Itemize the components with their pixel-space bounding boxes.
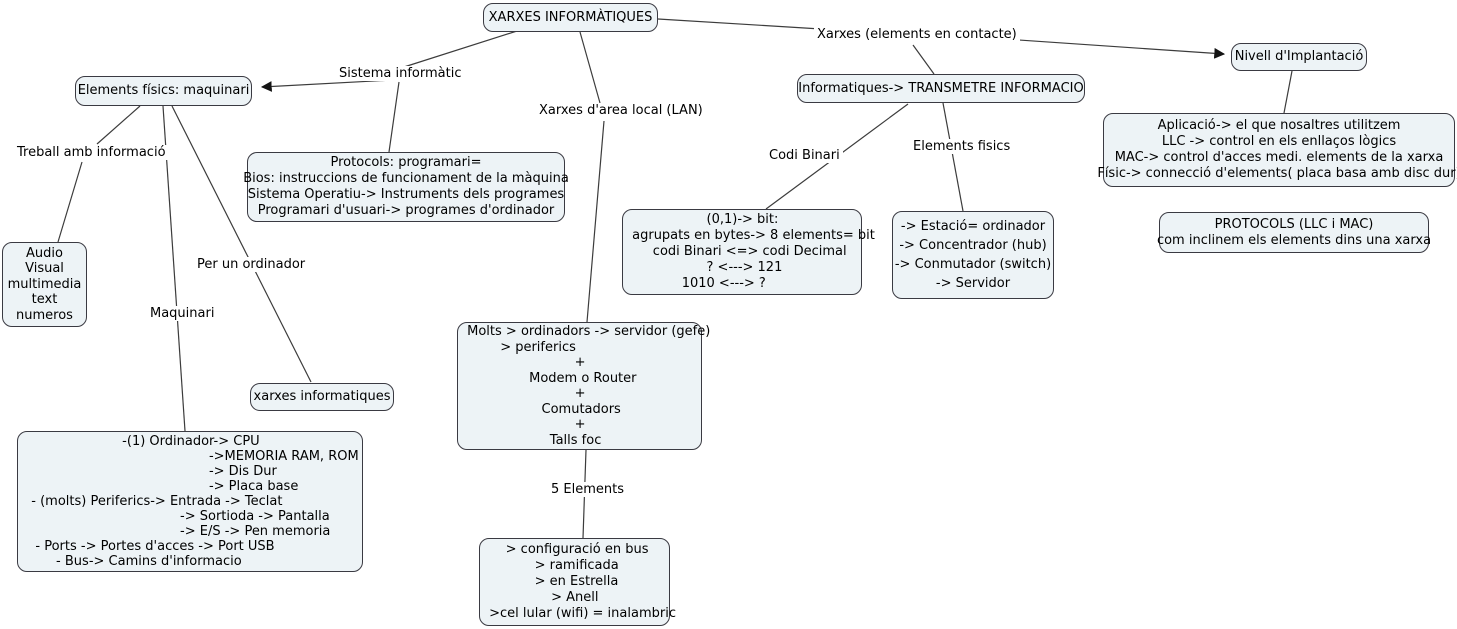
connector-line bbox=[171, 105, 312, 383]
node-xarxes-informatiques[interactable]: xarxes informatiques bbox=[250, 383, 394, 411]
link-label-5-elements[interactable]: 5 Elements bbox=[548, 482, 627, 497]
link-label-xarxes-elements-contacte[interactable]: Xarxes (elements en contacte) bbox=[814, 27, 1020, 42]
connector-line bbox=[579, 31, 601, 104]
node-codi-binari-detall[interactable]: (0,1)-> bit: agrupats en bytes-> 8 eleme… bbox=[622, 209, 875, 295]
connector-line bbox=[403, 30, 518, 68]
link-label-treball-amb-informacio[interactable]: Treball amb informació bbox=[14, 145, 169, 160]
node-ordinador-detall[interactable]: -(1) Ordinador-> CPU ->MEMORIA RAM, ROM … bbox=[17, 431, 363, 572]
node-elements-fisics-maquinari[interactable]: Elements físics: maquinari bbox=[75, 76, 252, 106]
node-topologies[interactable]: > configuració en bus > ramificada > en … bbox=[479, 538, 676, 626]
connector-line bbox=[912, 44, 935, 75]
connector-line bbox=[1003, 38, 1226, 59]
connector-line bbox=[586, 120, 605, 323]
node-nivell-implantacio[interactable]: Nivell d'Implantació bbox=[1231, 43, 1367, 71]
connector-line bbox=[942, 102, 964, 212]
node-protocols-llc-mac[interactable]: PROTOCOLS (LLC i MAC) com inclinem els e… bbox=[1157, 212, 1431, 253]
link-label-xarxes-area-local[interactable]: Xarxes d'area local (LAN) bbox=[536, 103, 706, 118]
link-label-elements-fisics[interactable]: Elements fisics bbox=[910, 139, 1014, 154]
connector-line bbox=[96, 105, 141, 145]
link-label-codi-binari[interactable]: Codi Binari bbox=[766, 148, 843, 163]
link-label-sistema-informatic[interactable]: Sistema informàtic bbox=[336, 66, 465, 81]
connector-line bbox=[57, 161, 83, 243]
node-estacio-concentrador[interactable]: -> Estació= ordinador -> Concentrador (h… bbox=[892, 211, 1054, 299]
node-nivells-detall[interactable]: Aplicació-> el que nosaltres utilitzem L… bbox=[1097, 113, 1457, 187]
node-audio-visual-multimedia[interactable]: Audio Visual multimedia text numeros bbox=[2, 242, 87, 327]
node-transmetre-informacio[interactable]: Informatiques-> TRANSMETRE INFORMACIO bbox=[797, 74, 1085, 103]
node-lan-elements[interactable]: Molts > ordinadors -> servidor (gefe) > … bbox=[457, 322, 710, 450]
connector-line bbox=[388, 81, 400, 153]
connector-line bbox=[162, 105, 186, 432]
connector-line bbox=[1283, 70, 1293, 114]
node-xarxes-informatiques-root[interactable]: XARXES INFORMÀTIQUES bbox=[483, 3, 658, 32]
link-label-per-un-ordinador[interactable]: Per un ordinador bbox=[194, 257, 309, 272]
link-label-maquinari[interactable]: Maquinari bbox=[147, 306, 218, 321]
node-protocols-programari[interactable]: Protocols: programari= Bios: instruccion… bbox=[243, 152, 569, 222]
connector-line bbox=[260, 79, 393, 92]
